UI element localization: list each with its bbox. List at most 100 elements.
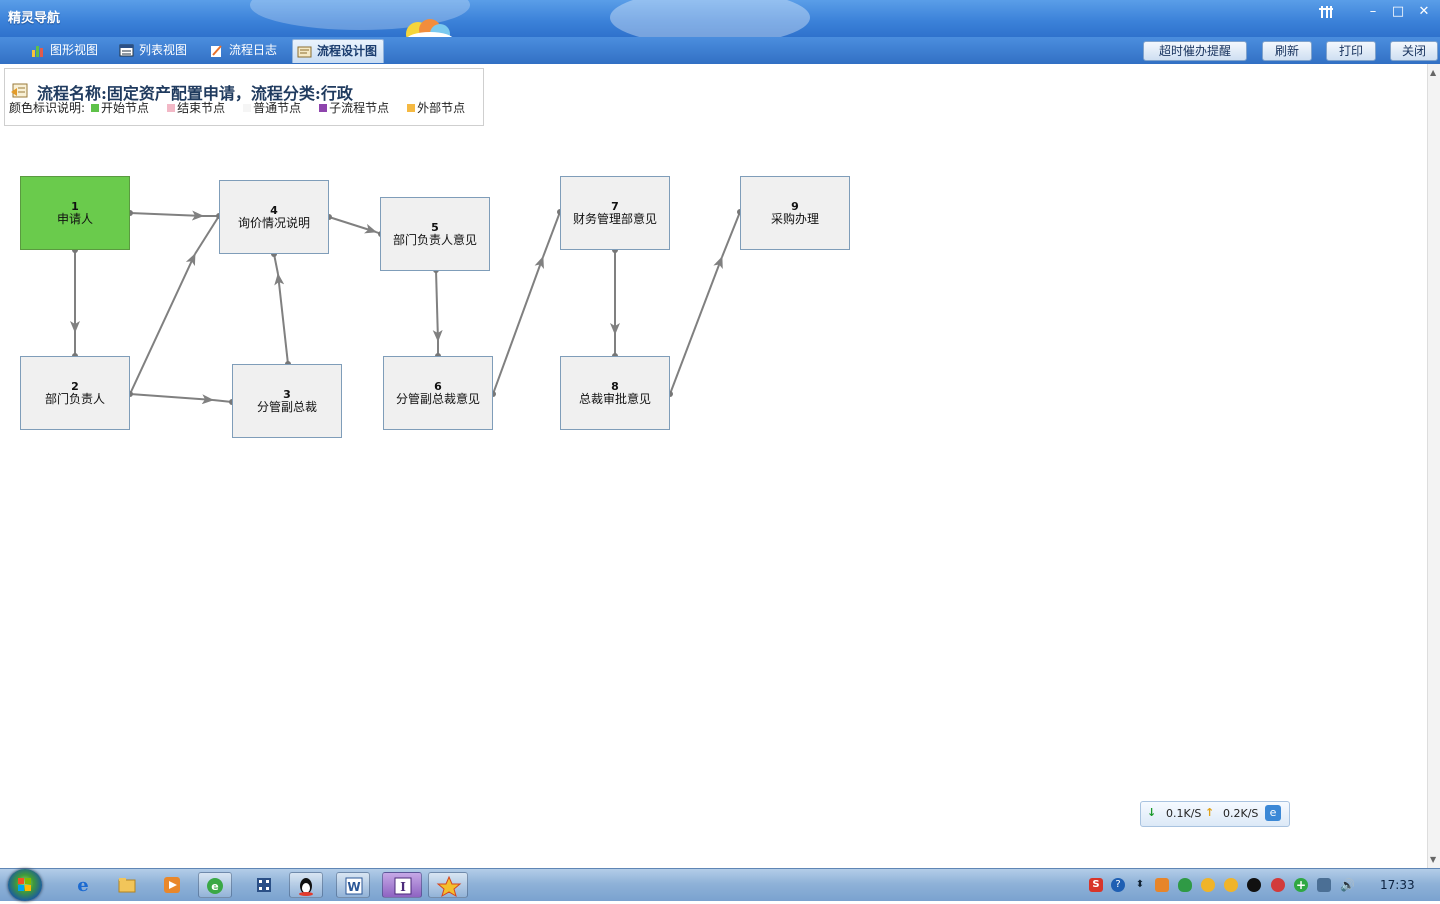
scroll-up-icon[interactable]: ▲ xyxy=(1430,68,1437,77)
node-label: 分管副总裁意见 xyxy=(395,392,480,406)
flow-edges xyxy=(70,209,743,405)
network-icon[interactable] xyxy=(1317,878,1331,892)
flow-node-5[interactable]: 5 部门负责人意见 xyxy=(380,197,490,271)
vertical-scrollbar[interactable]: ▲ ▼ xyxy=(1427,64,1440,868)
qq-tray-icon[interactable] xyxy=(1247,878,1261,892)
flow-node-3[interactable]: 3 分管副总裁 xyxy=(232,364,342,438)
sogou-ime-icon[interactable]: S xyxy=(1089,878,1103,892)
folder-icon[interactable] xyxy=(110,872,144,898)
network-speed-widget[interactable]: ↓ 0.1K/S ↑ 0.2K/S e xyxy=(1140,801,1290,827)
window-titlebar[interactable]: 精灵导航 – □ ✕ xyxy=(0,0,1440,37)
tab-label: 流程设计图 xyxy=(317,44,378,58)
edge-5-6 xyxy=(432,269,443,342)
scroll-down-icon[interactable]: ▼ xyxy=(1430,855,1437,864)
design-icon xyxy=(297,44,312,59)
node-label: 询价情况说明 xyxy=(237,216,310,230)
legend-external: 外部节点 xyxy=(417,101,466,115)
speed-app-icon[interactable]: e xyxy=(1265,805,1281,821)
node-number: 9 xyxy=(791,200,799,213)
download-speed: 0.1K/S xyxy=(1166,807,1202,820)
edge-6-7 xyxy=(492,256,544,395)
taskbar: e e W I S ? ⬍ + 🔊 17:33 xyxy=(0,868,1440,901)
shield-icon[interactable] xyxy=(1178,878,1192,892)
minimize-icon[interactable]: – xyxy=(1369,4,1377,19)
help-icon[interactable]: ? xyxy=(1111,878,1125,892)
node-number: 1 xyxy=(71,200,79,213)
add-icon[interactable]: + xyxy=(1294,878,1308,892)
edge-2-4 xyxy=(129,253,196,395)
node-label: 部门负责人意见 xyxy=(392,233,477,247)
legend-swatch xyxy=(319,104,328,112)
legend-title: 颜色标识说明: xyxy=(9,101,86,115)
word-icon[interactable]: W xyxy=(336,872,370,898)
svg-text:I: I xyxy=(400,880,406,894)
flow-node-1[interactable]: 1 申请人 xyxy=(20,176,130,250)
tab-label: 图形视图 xyxy=(50,43,99,57)
tray-app-icon[interactable] xyxy=(1155,878,1169,892)
tools-icon[interactable] xyxy=(1316,4,1338,20)
volume-icon[interactable]: 🔊 xyxy=(1340,878,1355,892)
node-label: 申请人 xyxy=(56,212,93,226)
media-player-icon[interactable] xyxy=(155,872,189,898)
window-title: 精灵导航 xyxy=(8,11,61,26)
qq-icon[interactable] xyxy=(289,872,323,898)
process-title: 流程名称:固定资产配置申请，流程分类:行政 xyxy=(37,84,353,103)
flow-node-2[interactable]: 2 部门负责人 xyxy=(20,356,130,430)
tray-app-icon[interactable] xyxy=(1201,878,1215,892)
tab-list-view[interactable]: 列表视图 xyxy=(115,39,193,62)
node-number: 7 xyxy=(611,200,619,213)
list-icon xyxy=(119,43,134,58)
flow-node-4[interactable]: 4 询价情况说明 xyxy=(219,180,329,254)
tab-graph-view[interactable]: 图形视图 xyxy=(26,39,104,62)
upload-speed: 0.2K/S xyxy=(1223,807,1259,820)
refresh-button[interactable]: 刷新 xyxy=(1262,41,1312,61)
chart-icon xyxy=(30,43,45,58)
node-number: 5 xyxy=(431,221,439,234)
app-i-icon[interactable]: I xyxy=(382,872,422,898)
system-tray: S ? ⬍ + 🔊 xyxy=(1085,869,1440,901)
process-icon xyxy=(9,80,31,103)
maximize-icon[interactable]: □ xyxy=(1391,4,1405,19)
tray-expand-icon[interactable]: ⬍ xyxy=(1135,879,1145,890)
flow-node-8[interactable]: 8 总裁审批意见 xyxy=(560,356,670,430)
tab-label: 列表视图 xyxy=(139,43,188,57)
tab-process-log[interactable]: 流程日志 xyxy=(205,39,283,62)
edge-1-4 xyxy=(129,210,204,221)
tray-app-icon[interactable] xyxy=(1271,878,1285,892)
rainbow-cloud-icon xyxy=(400,12,453,37)
edge-2-3 xyxy=(129,393,214,405)
print-button[interactable]: 打印 xyxy=(1326,41,1376,61)
edge-8-9 xyxy=(669,256,723,395)
legend-end: 结束节点 xyxy=(177,101,226,115)
process-info-panel: 流程名称:固定资产配置申请，流程分类:行政 颜色标识说明:开始节点结束节点普通节… xyxy=(4,68,484,126)
tray-app-icon[interactable] xyxy=(1224,878,1238,892)
node-number: 4 xyxy=(270,204,278,217)
close-button[interactable]: 关闭 xyxy=(1390,41,1438,61)
node-label: 部门负责人 xyxy=(44,392,105,406)
color-legend: 颜色标识说明:开始节点结束节点普通节点子流程节点外部节点 xyxy=(9,99,465,116)
node-label: 采购办理 xyxy=(770,212,819,226)
start-button[interactable] xyxy=(8,869,42,901)
legend-swatch xyxy=(407,104,416,112)
flow-node-9[interactable]: 9 采购办理 xyxy=(740,176,850,250)
timeout-remind-button[interactable]: 超时催办提醒 xyxy=(1143,41,1247,61)
browser-icon[interactable]: e xyxy=(198,872,232,898)
flow-node-6[interactable]: 6 分管副总裁意见 xyxy=(383,356,493,430)
decorative-cloud xyxy=(610,0,810,37)
film-icon[interactable] xyxy=(247,872,281,898)
svg-text:e: e xyxy=(77,875,88,896)
close-icon[interactable]: ✕ xyxy=(1418,4,1430,19)
design-canvas: 流程名称:固定资产配置申请，流程分类:行政 颜色标识说明:开始节点结束节点普通节… xyxy=(0,64,1428,868)
pencil-icon xyxy=(209,43,224,58)
edge-4-5 xyxy=(328,216,377,234)
edge-3-4 xyxy=(274,273,289,365)
ie-icon[interactable]: e xyxy=(66,872,100,898)
download-arrow-icon: ↓ xyxy=(1147,806,1157,819)
star-app-icon[interactable] xyxy=(428,872,468,898)
tab-process-design[interactable]: 流程设计图 xyxy=(292,39,385,63)
node-number: 6 xyxy=(434,380,442,393)
clock[interactable]: 17:33 xyxy=(1380,878,1415,892)
flow-node-7[interactable]: 7 财务管理部意见 xyxy=(560,176,670,250)
legend-swatch xyxy=(243,104,252,112)
tab-bar: 图形视图 列表视图 流程日志 流程设计图 超时催办提醒 刷新 打印 关闭 xyxy=(0,37,1440,65)
